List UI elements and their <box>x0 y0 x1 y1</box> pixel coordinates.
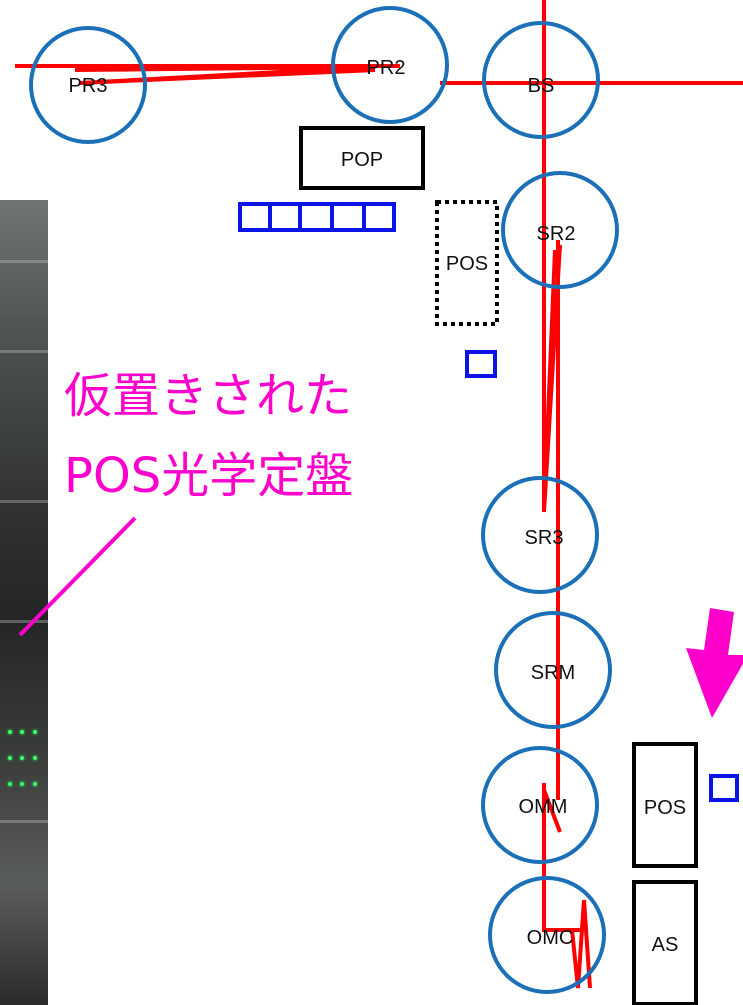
annotation-leader-line <box>18 516 137 637</box>
sensor-array-2 <box>268 202 302 232</box>
mirror-omm <box>481 746 599 864</box>
box-as <box>632 880 698 1005</box>
label-pr3: PR3 <box>69 75 108 97</box>
mirror-bs <box>482 21 600 139</box>
background-photo <box>0 200 48 1005</box>
label-pos-lower: POS <box>644 797 686 819</box>
mirror-pr3 <box>29 26 147 144</box>
label-omm: OMM <box>519 796 568 818</box>
label-pos-dotted: POS <box>446 253 488 275</box>
annotation-line-2: POS光学定盤 <box>64 448 354 504</box>
mirror-pr2 <box>331 6 449 124</box>
sensor-array-4 <box>330 202 366 232</box>
mirror-sr2 <box>501 171 619 289</box>
label-pop: POP <box>341 149 383 171</box>
beam-omm-omc <box>542 783 584 932</box>
box-pos-lower <box>632 742 698 868</box>
box-pos-dotted <box>435 200 499 326</box>
sensor-small-right <box>709 774 739 802</box>
magenta-arrow <box>686 608 743 718</box>
label-sr2: SR2 <box>537 223 576 245</box>
sensor-array-1 <box>238 202 272 232</box>
mirror-sr3 <box>481 476 599 594</box>
label-srm: SRM <box>531 662 575 684</box>
label-bs: BS <box>528 75 555 97</box>
sensor-small-mid <box>465 350 497 378</box>
sensor-array-5 <box>362 202 396 232</box>
mirror-omc <box>488 876 606 994</box>
beam-omm-diag <box>542 789 562 833</box>
label-omc: OMC <box>527 927 574 949</box>
label-sr3: SR3 <box>525 527 564 549</box>
beam-pr3-pr2 <box>74 65 376 85</box>
beam-omc-zigzag <box>570 899 592 989</box>
label-as: AS <box>652 934 679 956</box>
mirror-srm <box>494 611 612 729</box>
annotation-line-1: 仮置きされた <box>64 368 353 424</box>
sensor-array-3 <box>298 202 334 232</box>
beam-sr2-sr3 <box>542 244 562 513</box>
label-pr2: PR2 <box>367 57 406 79</box>
box-pop <box>299 126 425 190</box>
